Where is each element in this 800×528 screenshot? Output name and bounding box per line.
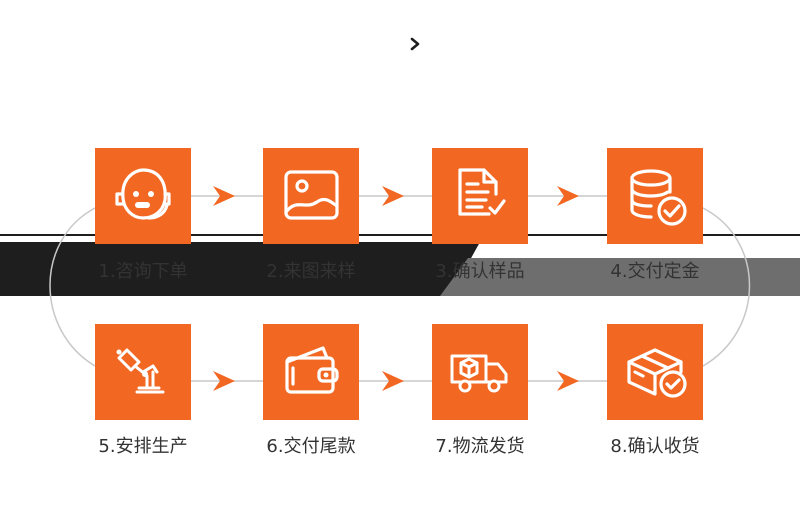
document-check-icon xyxy=(458,168,506,216)
step-5-tile xyxy=(95,324,191,420)
title-separator: / xyxy=(157,31,167,60)
robotic-arm-icon xyxy=(116,348,165,394)
arrow-icon xyxy=(382,371,404,391)
step-4-tile xyxy=(607,148,703,244)
customer-service-icon xyxy=(115,168,171,220)
step-3-tile xyxy=(432,148,528,244)
step-6-label: 6.交付尾款 xyxy=(266,436,356,457)
delivery-truck-icon xyxy=(450,354,508,393)
chevron-right-icon[interactable] xyxy=(404,33,426,55)
title-chinese: 定制流程 xyxy=(52,31,157,60)
step-8-tile xyxy=(607,324,703,420)
step-7-tile xyxy=(432,324,528,420)
step-8-label: 8.确认收货 xyxy=(610,436,700,457)
step-5-label: 5.安排生产 xyxy=(98,436,188,457)
step-6-tile xyxy=(263,324,359,420)
page-title: 定制流程 / CUSTOM PROCESS xyxy=(52,26,367,60)
arrow-icon xyxy=(382,186,404,206)
step-2-label: 2.来图来样 xyxy=(266,261,356,282)
arrow-icon xyxy=(213,186,235,206)
title-english: CUSTOM PROCESS xyxy=(167,36,367,59)
step-4-label: 4.交付定金 xyxy=(610,261,700,282)
coin-stack-check-icon xyxy=(630,169,687,226)
arrow-icon xyxy=(557,186,579,206)
step-1-tile xyxy=(95,148,191,244)
image-icon xyxy=(284,170,339,220)
step-3-label: 3.确认样品 xyxy=(435,261,525,282)
wallet-icon xyxy=(285,346,339,394)
arrow-icon xyxy=(213,371,235,391)
step-1-label: 1.咨询下单 xyxy=(98,261,188,282)
arrow-icon xyxy=(557,371,579,391)
step-2-tile xyxy=(263,148,359,244)
step-7-label: 7.物流发货 xyxy=(435,436,525,457)
package-check-icon xyxy=(627,348,687,398)
